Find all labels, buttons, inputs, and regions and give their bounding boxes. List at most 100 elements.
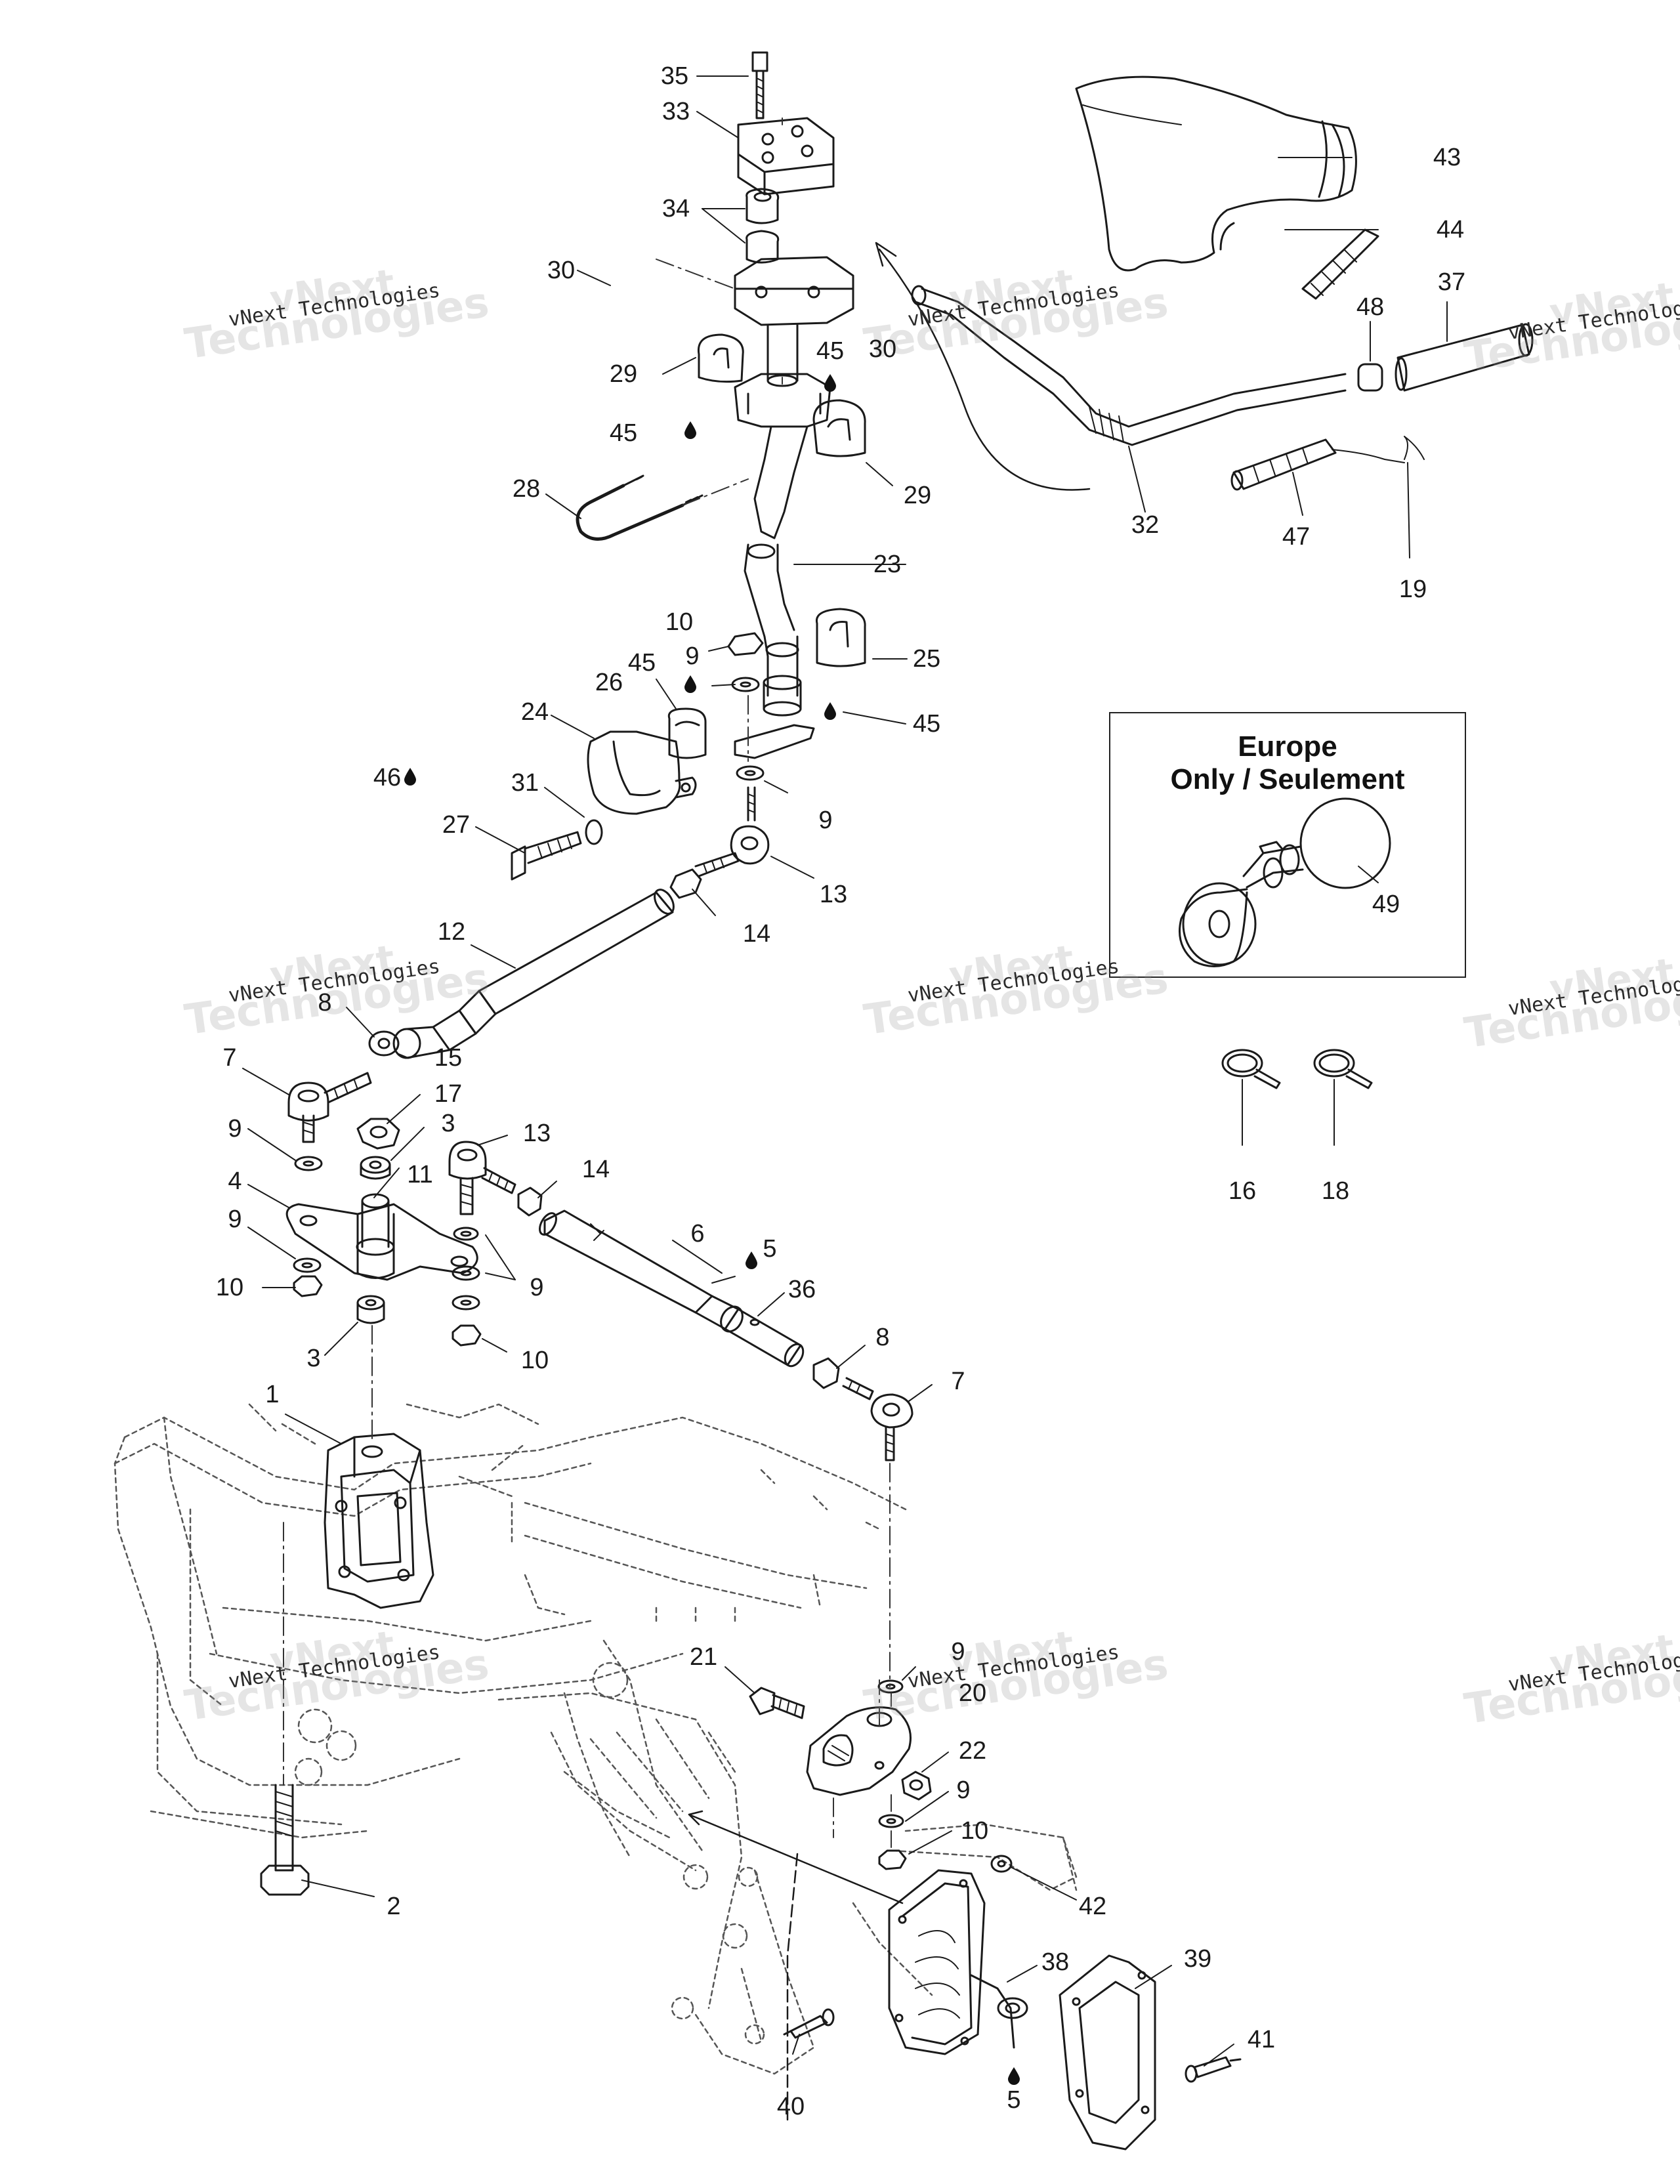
inset-title: Europe Only / Seulement	[1110, 730, 1465, 796]
rivets	[783, 2008, 1242, 2083]
callout-27: 27	[442, 811, 471, 839]
callout-43: 43	[1433, 144, 1461, 171]
callout-48: 48	[1356, 293, 1385, 321]
callout-8: 8	[318, 989, 332, 1017]
steering-arm-assembly	[749, 1679, 1013, 1873]
callout-44: 44	[1436, 216, 1465, 243]
callout-26: 26	[595, 669, 623, 696]
callout-20: 20	[958, 1679, 987, 1707]
callout-10: 10	[520, 1347, 549, 1374]
callout-23: 23	[873, 551, 902, 578]
callout-8: 8	[875, 1324, 890, 1351]
steering-boot	[888, 1869, 1028, 2055]
grip-strap	[1301, 228, 1379, 300]
callout-11: 11	[407, 1161, 433, 1188]
boot-retainer-plate	[1059, 1954, 1156, 2151]
callout-35: 35	[660, 62, 689, 90]
callout-15: 15	[434, 1044, 463, 1072]
chassis-frame-outline	[114, 1403, 1078, 2075]
callout-21: 21	[689, 1643, 718, 1671]
inset-title-line2: Only / Seulement	[1170, 763, 1405, 795]
callout-24: 24	[520, 698, 549, 726]
grease-drop-icon	[404, 768, 416, 786]
callout-14: 14	[742, 920, 771, 948]
callout-32: 32	[1131, 511, 1160, 539]
callout-9: 9	[951, 1638, 965, 1666]
grease-drop-icon	[1008, 2067, 1020, 2085]
callout-37: 37	[1437, 268, 1466, 296]
callout-9: 9	[228, 1115, 242, 1143]
callout-49: 49	[1372, 891, 1400, 918]
callout-41: 41	[1247, 2026, 1276, 2053]
callout-12: 12	[437, 918, 466, 946]
callout-25: 25	[912, 645, 941, 673]
callout-9: 9	[685, 642, 700, 670]
europe-only-inset: Europe Only / Seulement	[1109, 712, 1466, 978]
callout-36: 36	[788, 1276, 816, 1303]
inset-title-line1: Europe	[1238, 730, 1337, 763]
callout-13: 13	[522, 1120, 551, 1147]
grease-drop-icon	[746, 1251, 757, 1269]
callout-9: 9	[530, 1274, 544, 1301]
callout-45: 45	[609, 419, 638, 447]
handlebar-clamp-assembly	[576, 51, 866, 759]
callout-7: 7	[222, 1044, 237, 1072]
callout-10: 10	[215, 1274, 244, 1301]
callout-5: 5	[763, 1235, 777, 1263]
callout-34: 34	[662, 195, 690, 222]
column-fasteners	[727, 632, 765, 822]
callout-45: 45	[912, 710, 941, 738]
callout-42: 42	[1078, 1893, 1107, 1920]
callout-9: 9	[956, 1776, 971, 1804]
lower-tie-rod	[539, 1209, 914, 1461]
grease-drop-icon	[824, 702, 836, 720]
callout-28: 28	[512, 475, 541, 503]
callout-13: 13	[819, 881, 848, 908]
callout-38: 38	[1041, 1948, 1070, 1976]
callout-45: 45	[816, 337, 845, 365]
mounting-bolt	[260, 1784, 310, 1896]
callout-17: 17	[434, 1080, 463, 1108]
callout-29: 29	[609, 360, 638, 388]
callout-4: 4	[228, 1167, 242, 1195]
callout-3: 3	[306, 1345, 321, 1372]
callout-16: 16	[1228, 1177, 1257, 1205]
callout-33: 33	[662, 98, 690, 125]
grease-drop-icon	[684, 421, 696, 439]
callout-6: 6	[690, 1220, 705, 1248]
callout-10: 10	[960, 1817, 989, 1845]
heating-element	[1230, 436, 1425, 491]
callout-30: 30	[547, 257, 576, 284]
callout-9: 9	[818, 807, 833, 834]
callout-45: 45	[627, 649, 656, 677]
callout-3: 3	[441, 1110, 455, 1137]
callout-19: 19	[1398, 576, 1427, 603]
leader-lines	[242, 75, 1448, 2067]
callout-30: 30	[868, 335, 897, 363]
callout-22: 22	[958, 1737, 987, 1765]
callout-7: 7	[951, 1368, 965, 1395]
upper-tie-rod	[368, 825, 770, 1059]
steering-support-bracket	[324, 1433, 434, 1609]
grease-drop-icon	[824, 374, 836, 392]
callout-46: 46	[373, 764, 402, 791]
horn-illustration	[1179, 797, 1391, 967]
hose-clamps	[1221, 1049, 1373, 1089]
grease-drop-icon	[684, 675, 696, 693]
callout-14: 14	[581, 1156, 610, 1183]
support-bracket	[511, 707, 707, 881]
callout-29: 29	[903, 482, 932, 509]
callout-40: 40	[776, 2093, 805, 2120]
callout-2: 2	[387, 1893, 401, 1920]
callout-18: 18	[1321, 1177, 1350, 1205]
callout-9: 9	[228, 1206, 242, 1233]
assembly-centerlines	[283, 117, 892, 1848]
callout-5: 5	[1007, 2086, 1021, 2114]
pitman-arm-assembly	[285, 1072, 543, 1347]
callout-10: 10	[665, 608, 694, 636]
callout-1: 1	[265, 1381, 280, 1408]
callout-47: 47	[1282, 523, 1311, 551]
handlebar-pad	[1075, 75, 1357, 272]
